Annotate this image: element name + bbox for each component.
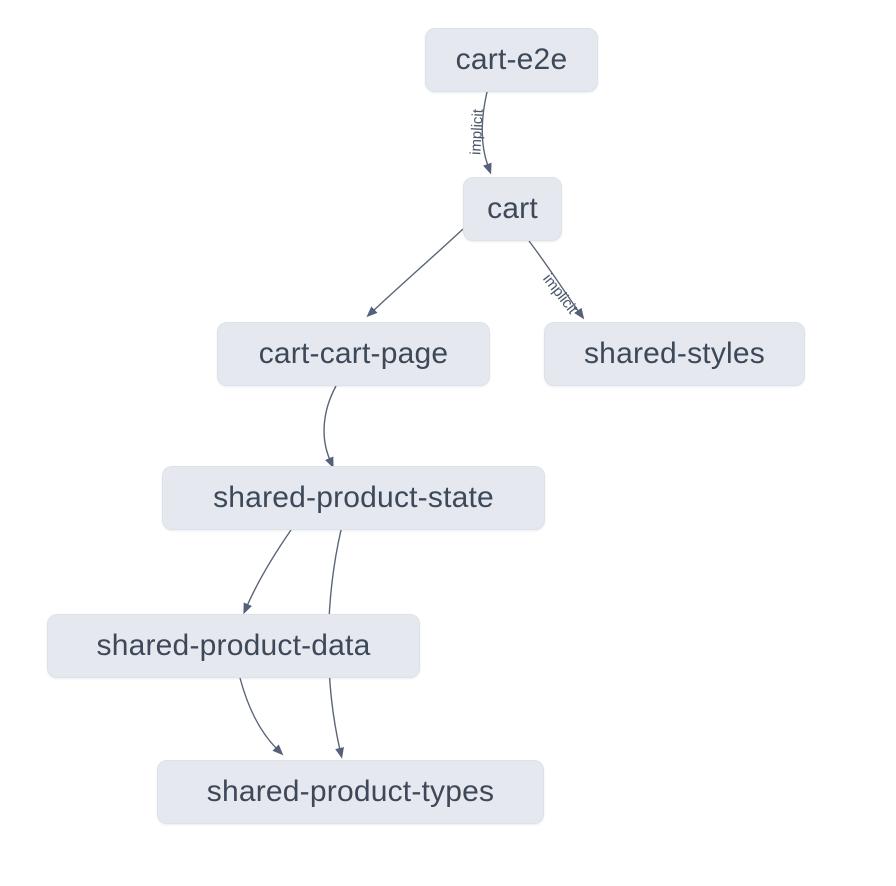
graph-node-label: cart-cart-page bbox=[258, 337, 449, 370]
edge-shared-product-state-to-shared-product-data[interactable] bbox=[243, 529, 292, 615]
graph-node-label: shared-product-data bbox=[96, 629, 371, 662]
edge-cart-cart-page-to-shared-product-state[interactable] bbox=[323, 385, 337, 469]
graph-node-label: shared-product-state bbox=[213, 481, 494, 514]
graph-node-shared-product-data[interactable]: shared-product-data bbox=[47, 614, 420, 678]
graph-node-label: shared-product-types bbox=[206, 775, 495, 808]
graph-node-cart-cart-page[interactable]: cart-cart-page bbox=[217, 322, 490, 386]
graph-node-shared-product-types[interactable]: shared-product-types bbox=[157, 760, 544, 824]
edge-cart-to-cart-cart-page[interactable] bbox=[366, 228, 464, 318]
graph-node-shared-styles[interactable]: shared-styles bbox=[544, 322, 805, 386]
graph-node-cart[interactable]: cart bbox=[463, 177, 562, 241]
graph-node-label: cart-e2e bbox=[455, 43, 568, 76]
graph-node-cart-e2e[interactable]: cart-e2e bbox=[425, 28, 598, 92]
graph-node-label: shared-styles bbox=[583, 337, 765, 370]
graph-node-label: cart bbox=[487, 192, 538, 225]
edge-cart-to-shared-styles[interactable] bbox=[528, 240, 585, 320]
edge-shared-product-data-to-shared-product-types[interactable] bbox=[239, 677, 284, 756]
edge-cart-e2e-to-cart[interactable] bbox=[481, 91, 492, 175]
graph-node-shared-product-state[interactable]: shared-product-state bbox=[162, 466, 545, 530]
